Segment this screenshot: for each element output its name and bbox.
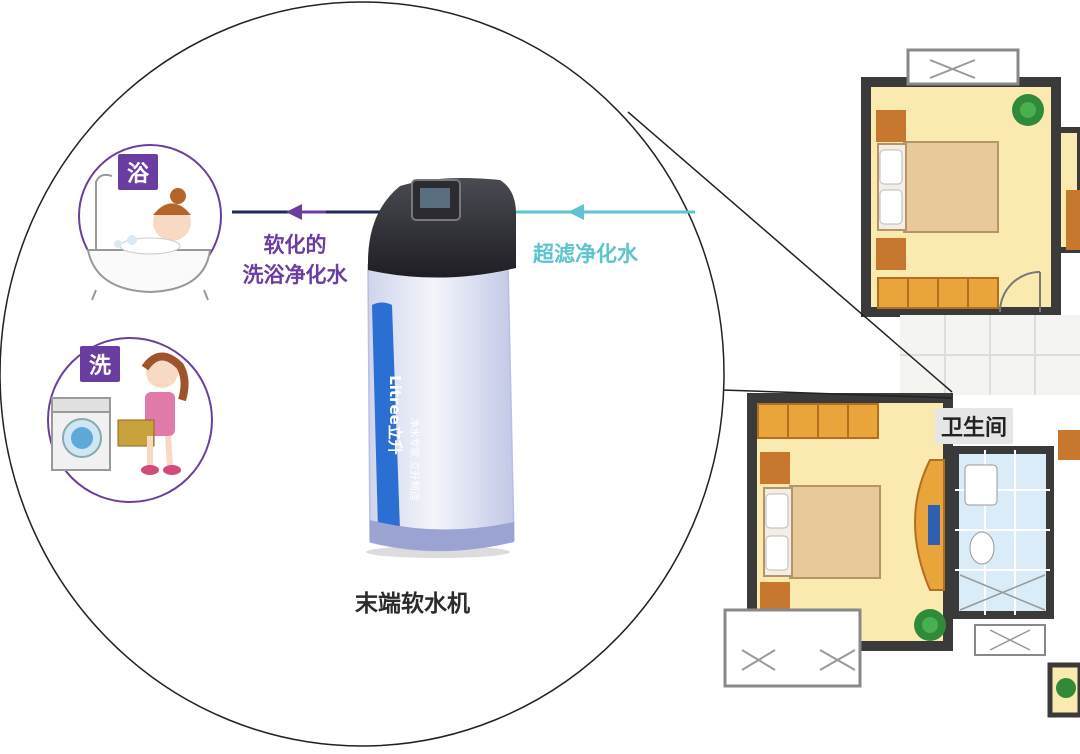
bathroom-tag: 卫生间 — [935, 408, 1014, 444]
device-brand: Litree立升 — [386, 375, 405, 455]
softened-label-line1: 软化的 — [263, 233, 327, 257]
upper-balcony — [906, 48, 1020, 86]
ultrafiltered-arrow-head — [568, 204, 584, 220]
softened-arrow-head — [286, 204, 302, 220]
device-brand-text: Litree立升 — [385, 355, 407, 475]
softened-label-line2: 洗浴净化水 — [242, 263, 348, 287]
device-slogan: 净水专家 立升制造 — [408, 417, 420, 501]
water-softener-device — [366, 178, 516, 558]
device-slogan-text: 净水专家 立升制造 — [409, 389, 423, 529]
softened-water-label: 软化的 洗浴净化水 — [215, 230, 375, 290]
wash-badge: 洗 — [80, 346, 120, 382]
ultrafiltered-water-label: 超滤净化水 — [533, 242, 638, 266]
connector-line-bottom — [721, 389, 953, 399]
machine-name-label: 末端软水机 — [355, 591, 470, 617]
wash-illustration — [51, 352, 189, 475]
bath-badge: 浴 — [118, 154, 158, 190]
bath-illustration — [86, 173, 212, 301]
lower-balcony — [723, 608, 862, 688]
connector-line-top — [627, 111, 953, 393]
